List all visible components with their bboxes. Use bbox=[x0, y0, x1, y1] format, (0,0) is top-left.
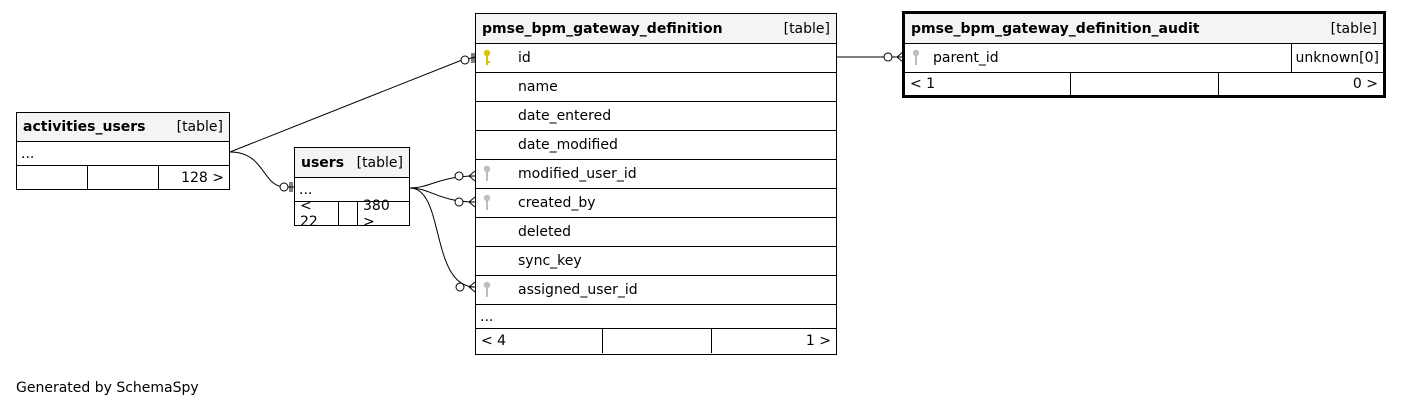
zero-optional-marker bbox=[279, 182, 289, 192]
foreign-key-icon bbox=[911, 49, 933, 67]
footer-children: 380 > bbox=[363, 197, 390, 230]
one-marker bbox=[289, 182, 293, 192]
table-name: pmse_bpm_gateway_definition_audit bbox=[911, 20, 1200, 37]
column-row[interactable]: name bbox=[476, 73, 836, 102]
columns-ellipsis: ... bbox=[295, 178, 409, 202]
foreign-key-icon bbox=[482, 165, 518, 183]
table-footer: 128 > bbox=[17, 166, 229, 189]
ellipsis-text: ... bbox=[21, 145, 35, 162]
column-row[interactable]: parent_id unknown[0] bbox=[905, 44, 1383, 73]
column-row[interactable]: modified_user_id bbox=[476, 160, 836, 189]
footer-parents: < 4 bbox=[476, 329, 603, 353]
footer-parents: < 1 bbox=[905, 73, 1071, 95]
table-header: activities_users [table] bbox=[17, 113, 229, 142]
many-marker bbox=[468, 281, 476, 293]
generated-by-text: Generated by SchemaSpy bbox=[16, 380, 199, 396]
table-footer: < 1 0 > bbox=[905, 73, 1383, 95]
footer-rows bbox=[1071, 73, 1219, 95]
table-activities-users[interactable]: activities_users [table] ... 128 > bbox=[16, 112, 230, 190]
column-row[interactable]: created_by bbox=[476, 189, 836, 218]
zero-optional-marker bbox=[455, 282, 465, 292]
foreign-key-icon bbox=[482, 194, 518, 212]
column-name: sync_key bbox=[518, 253, 582, 269]
columns-ellipsis: ... bbox=[17, 142, 229, 166]
column-name: date_modified bbox=[518, 137, 618, 153]
edge-activities-users-to-gateway-id bbox=[229, 56, 477, 153]
table-pmse-bpm-gateway-definition-audit[interactable]: pmse_bpm_gateway_definition_audit [table… bbox=[902, 11, 1386, 98]
table-kind: [table] bbox=[1330, 20, 1377, 37]
column-row[interactable]: date_entered bbox=[476, 102, 836, 131]
footer-rows bbox=[339, 202, 358, 225]
edge-users-to-assigned-user-id bbox=[409, 187, 476, 288]
table-users[interactable]: users [table] ... < 22 380 > bbox=[294, 147, 410, 230]
footer-parents: < 22 bbox=[295, 198, 339, 230]
column-row[interactable]: sync_key bbox=[476, 247, 836, 276]
edge-users-to-created-by bbox=[409, 187, 476, 203]
footer-children: 128 > bbox=[181, 169, 224, 186]
foreign-key-icon bbox=[482, 281, 518, 299]
table-header: pmse_bpm_gateway_definition_audit [table… bbox=[905, 14, 1383, 44]
table-footer: < 22 380 > bbox=[295, 197, 409, 230]
column-name: name bbox=[518, 79, 558, 95]
table-name: users bbox=[301, 154, 345, 171]
primary-key-icon bbox=[482, 49, 518, 67]
column-name: created_by bbox=[518, 195, 596, 211]
columns-ellipsis: ... bbox=[476, 305, 836, 329]
many-marker bbox=[468, 196, 476, 208]
zero-optional-marker bbox=[883, 52, 893, 62]
column-row[interactable]: assigned_user_id bbox=[476, 276, 836, 305]
column-name: modified_user_id bbox=[518, 166, 637, 182]
table-pmse-bpm-gateway-definition[interactable]: pmse_bpm_gateway_definition [table] id n… bbox=[475, 13, 837, 355]
column-name: date_entered bbox=[518, 108, 612, 124]
column-row[interactable]: deleted bbox=[476, 218, 836, 247]
footer-rows bbox=[88, 166, 159, 189]
column-row[interactable]: id bbox=[476, 44, 836, 73]
zero-optional-marker bbox=[454, 171, 464, 181]
many-marker bbox=[468, 170, 476, 182]
ellipsis-text: ... bbox=[480, 308, 494, 325]
table-header: users [table] bbox=[295, 148, 409, 178]
footer-children: 0 > bbox=[1352, 76, 1378, 92]
column-name: deleted bbox=[518, 224, 571, 240]
footer-parents bbox=[17, 166, 88, 189]
table-kind: [table] bbox=[783, 20, 830, 37]
zero-optional-marker bbox=[454, 197, 464, 207]
column-type: unknown[0] bbox=[1290, 44, 1383, 72]
table-footer: < 4 1 > bbox=[476, 329, 836, 353]
table-name: pmse_bpm_gateway_definition bbox=[482, 20, 723, 37]
footer-children: 1 > bbox=[805, 333, 831, 349]
table-header: pmse_bpm_gateway_definition [table] bbox=[476, 14, 836, 44]
column-row[interactable]: date_modified bbox=[476, 131, 836, 160]
edge-users-to-modified-user-id bbox=[409, 175, 476, 189]
table-kind: [table] bbox=[356, 154, 403, 171]
zero-optional-marker bbox=[460, 55, 470, 65]
column-name: parent_id bbox=[933, 50, 999, 66]
edge-activities-users-to-users bbox=[229, 151, 295, 188]
column-name: id bbox=[518, 50, 531, 66]
column-name: assigned_user_id bbox=[518, 282, 638, 298]
footer-rows bbox=[603, 329, 712, 353]
table-name: activities_users bbox=[23, 119, 146, 135]
ellipsis-text: ... bbox=[299, 181, 313, 198]
table-kind: [table] bbox=[176, 119, 223, 135]
one-marker bbox=[471, 53, 475, 63]
